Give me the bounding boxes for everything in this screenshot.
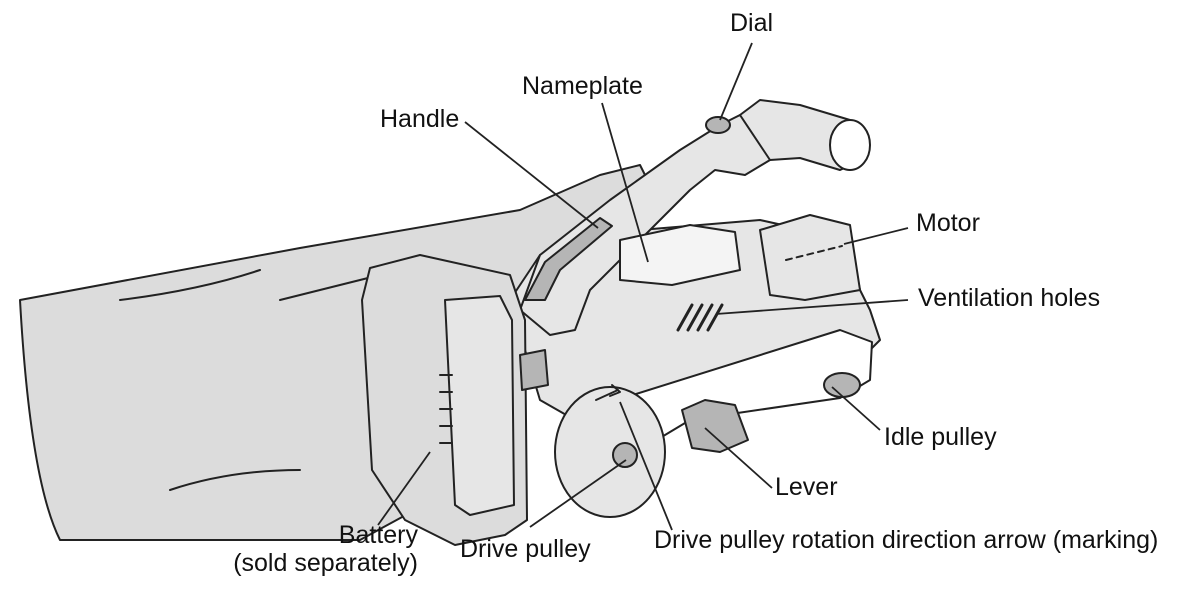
lever-shape: [681, 399, 749, 453]
leader-battery: [377, 451, 431, 526]
leader-idle-pulley: [831, 386, 881, 431]
nameplate-shape: [619, 224, 741, 286]
rotation-arrow-marking: [595, 384, 621, 401]
label-motor: Motor: [916, 209, 980, 237]
label-lever: Lever: [775, 473, 838, 501]
label-dial: Dial: [730, 9, 774, 37]
idle-pulley-shape: [823, 372, 861, 398]
leader-lever: [704, 427, 773, 489]
label-battery-line2: (sold separately): [233, 548, 418, 577]
battery-ribs: [439, 374, 453, 444]
drive-pulley-shape: [554, 386, 666, 518]
leader-motor: [843, 227, 909, 245]
label-battery-line1: Battery: [338, 521, 418, 549]
battery-face: [444, 295, 515, 516]
drive-pulley-hub: [612, 442, 638, 468]
ventilation-holes-shape: [676, 303, 724, 332]
rear-grip-end: [829, 119, 871, 171]
battery-latch: [519, 349, 549, 391]
dial-shape: [705, 116, 731, 134]
leader-arrow: [619, 401, 673, 531]
label-nameplate: Nameplate: [522, 72, 643, 100]
motor-dash: [785, 245, 843, 261]
handle-grip: [524, 217, 613, 301]
leader-drive-pulley: [529, 459, 627, 528]
label-idle-pulley: Idle pulley: [884, 423, 997, 451]
leader-dial: [719, 42, 753, 121]
handle-shape: [519, 114, 771, 336]
arm-fold-3: [169, 469, 301, 491]
arm-fold-1: [119, 269, 261, 301]
label-handle: Handle: [380, 105, 460, 133]
leader-nameplate: [601, 102, 649, 263]
leader-ventilation: [715, 299, 909, 315]
leader-handle: [464, 121, 599, 229]
motor-housing: [759, 214, 861, 301]
label-drive-pulley: Drive pulley: [460, 535, 591, 563]
label-drive-pulley-arrow: Drive pulley rotation direction arrow (m…: [654, 526, 1159, 554]
label-ventilation-holes: Ventilation holes: [918, 284, 1101, 312]
label-battery: Battery (sold separately): [218, 521, 418, 577]
